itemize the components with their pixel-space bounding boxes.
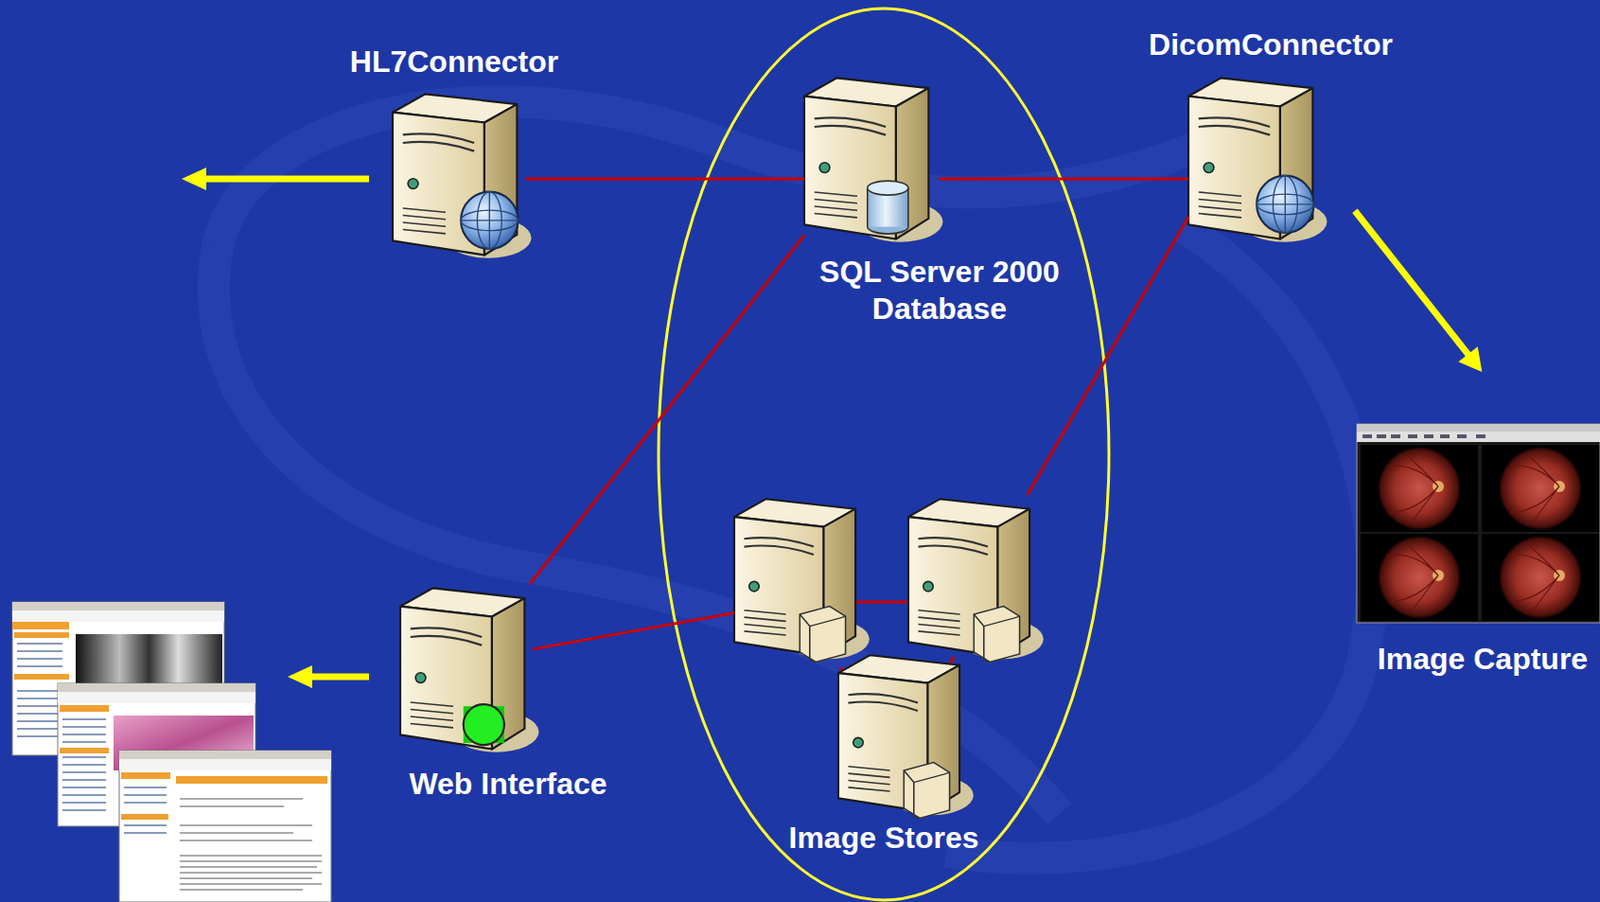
connector	[938, 178, 1189, 180]
capture-node: Image Capture	[1356, 423, 1600, 623]
capture-screenshot	[1356, 423, 1600, 623]
database-node: SQL Server 2000 Database	[804, 73, 939, 240]
connector-line	[938, 177, 1189, 181]
group-ellipse	[658, 8, 1109, 900]
connector-line	[529, 235, 805, 584]
server-icons	[392, 77, 1327, 818]
connector-line	[525, 177, 805, 181]
node-label: HL7Connector	[350, 43, 559, 81]
connector	[1354, 210, 1482, 372]
server-node: HL7Connector	[392, 89, 526, 256]
node-label: Image Capture	[1377, 640, 1588, 678]
server-node: DicomConnector	[1188, 73, 1321, 240]
store-group: Image Stores	[734, 494, 1041, 816]
arrow-head	[1458, 346, 1482, 372]
connector	[525, 178, 805, 180]
connector-line	[532, 613, 735, 650]
node-label: Image Stores	[789, 819, 980, 857]
connector	[529, 235, 805, 584]
web-screenshots	[12, 601, 332, 902]
connector	[532, 613, 735, 650]
connector-line	[1354, 210, 1471, 358]
node-label: DicomConnector	[1148, 26, 1393, 64]
node-label: Web Interface	[408, 765, 607, 803]
node-label: SQL Server 2000 Database	[802, 253, 1077, 328]
server-node: Web Interface	[400, 583, 533, 750]
